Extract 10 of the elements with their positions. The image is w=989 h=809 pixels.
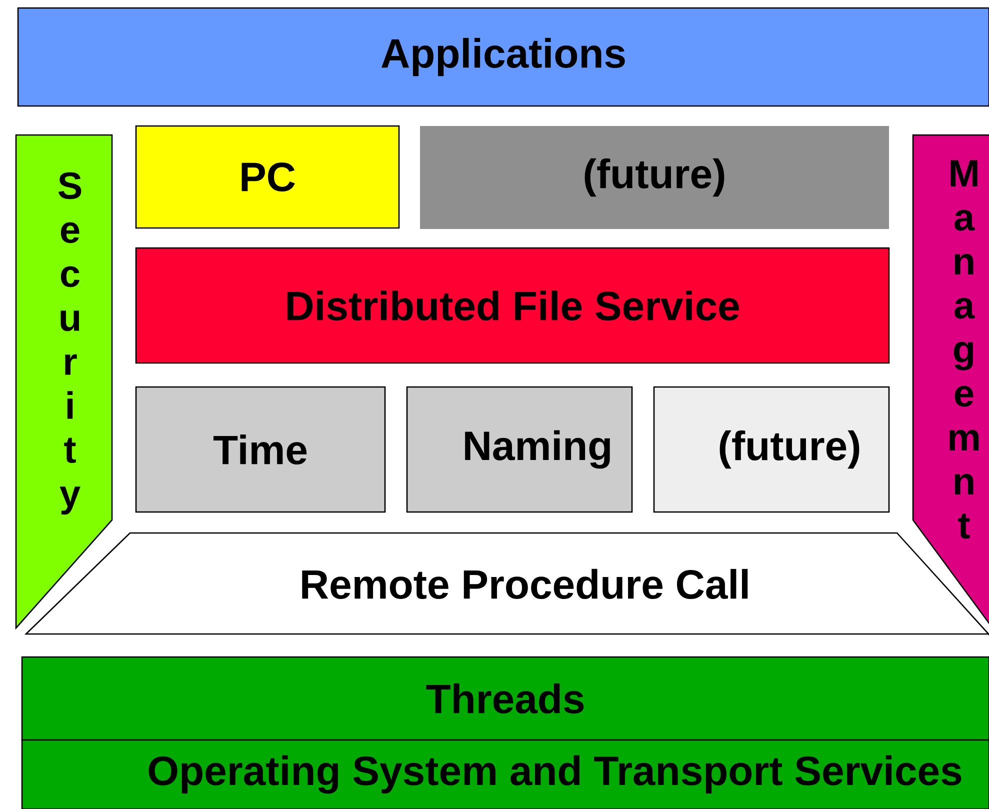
service-box: Naming (406, 386, 633, 513)
service-box: Time (135, 386, 386, 513)
service-box: (future) (653, 386, 890, 513)
service-box: Distributed File Service (135, 247, 890, 364)
pillar-band: Managemnt (912, 134, 989, 630)
service-box: (future) (420, 126, 889, 229)
service-box: PC (135, 125, 400, 229)
layer-box: Threads (21, 656, 989, 741)
layer-box: Operating System and Transport Services (21, 739, 989, 809)
layer-box: Applications (17, 7, 989, 107)
